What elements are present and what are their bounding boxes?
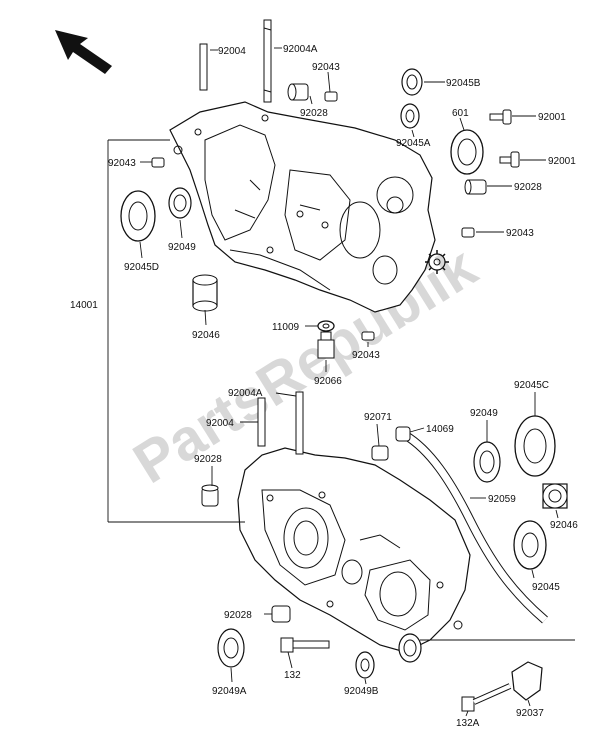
bracket-92037 [511, 661, 543, 701]
gear-icon [425, 250, 449, 274]
breather-hose-92059 [402, 431, 548, 624]
dowel-92043-top [324, 91, 338, 102]
bearing-92045C [514, 415, 556, 477]
callout-92043-top: 92043 [312, 62, 340, 73]
callout-92004A-low: 92004A [228, 388, 263, 399]
plug-92028-lowleft [201, 484, 219, 507]
callout-92043-mid: 92043 [352, 350, 380, 361]
callout-14069: 14069 [426, 424, 454, 435]
plug-92028-right [464, 179, 487, 195]
callout-92004-top: 92004 [218, 46, 246, 57]
assembly-label: 14001 [70, 300, 98, 311]
callout-92043-left: 92043 [108, 158, 136, 169]
oil-seal-92049B [355, 651, 375, 679]
needle-bearing-92046-lower [542, 483, 568, 509]
callout-92028-right: 92028 [514, 182, 542, 193]
leader-lines [139, 47, 575, 717]
callout-92059: 92059 [488, 494, 516, 505]
bearing-92045 [513, 520, 547, 570]
lower-crankcase-half [237, 447, 471, 653]
callout-92001-b: 92001 [548, 156, 576, 167]
callout-92049B: 92049B [344, 686, 379, 697]
callout-92028-top: 92028 [300, 108, 328, 119]
callout-92028-lowleft: 92028 [194, 454, 222, 465]
callout-92049A: 92049A [212, 686, 247, 697]
stud-92004-top [199, 43, 208, 91]
bearing-92045A [400, 103, 420, 129]
callout-92001-a: 92001 [538, 112, 566, 123]
oil-seal-92049-upper [168, 187, 192, 219]
bearing-92045B [401, 68, 423, 96]
plug-92028-bottom [271, 605, 291, 623]
oil-seal-92049-lower [473, 441, 501, 483]
screw-92001-a [489, 109, 512, 125]
dowel-92043-left [151, 157, 165, 168]
hose-fitting-14069 [395, 426, 411, 442]
callout-labels: 14001 92004 92004A 92043 92045B 92028 92… [70, 44, 578, 729]
callout-92045A: 92045A [396, 138, 431, 149]
stud-92004-low [257, 397, 266, 447]
callout-11009: 11009 [272, 322, 300, 333]
callout-92045C: 92045C [514, 380, 549, 391]
collar [398, 633, 422, 663]
stud-92004A-top [263, 19, 272, 103]
screw-92001-b [499, 151, 520, 168]
callout-132A: 132A [456, 718, 480, 729]
callout-92045D: 92045D [124, 262, 159, 273]
callout-92004-low: 92004 [206, 418, 234, 429]
callout-92028-bottom: 92028 [224, 610, 252, 621]
callout-92046-lower: 92046 [550, 520, 578, 531]
oil-seal-92049A [217, 628, 245, 668]
callout-92049-upper: 92049 [168, 242, 196, 253]
plug-92028-top [287, 83, 309, 101]
washer-11009 [317, 320, 335, 332]
bolt-132 [280, 637, 330, 653]
bearing-601 [450, 129, 484, 175]
callout-92037: 92037 [516, 708, 544, 719]
assembly-bracket [107, 139, 245, 523]
callout-92004A-top: 92004A [283, 44, 318, 55]
upper-crankcase-half [169, 101, 436, 313]
needle-bearing-92046-upper [192, 274, 218, 312]
callout-92071: 92071 [364, 412, 392, 423]
callout-92049-lower: 92049 [470, 408, 498, 419]
callout-92043-right: 92043 [506, 228, 534, 239]
fitting-92071 [371, 445, 389, 461]
callout-132: 132 [284, 670, 301, 681]
bolt-132A [461, 683, 512, 712]
dowel-92043-mid [361, 331, 375, 341]
stud-92004A-low [295, 391, 304, 455]
callout-92045B: 92045B [446, 78, 481, 89]
callout-92045: 92045 [532, 582, 560, 593]
bolt-92066 [317, 331, 335, 359]
callout-92066: 92066 [314, 376, 342, 387]
bearing-92045D [120, 190, 156, 242]
front-arrow-icon [55, 30, 112, 74]
callout-601: 601 [452, 108, 469, 119]
callout-92046-upper: 92046 [192, 330, 220, 341]
dowel-92043-right [461, 227, 475, 238]
